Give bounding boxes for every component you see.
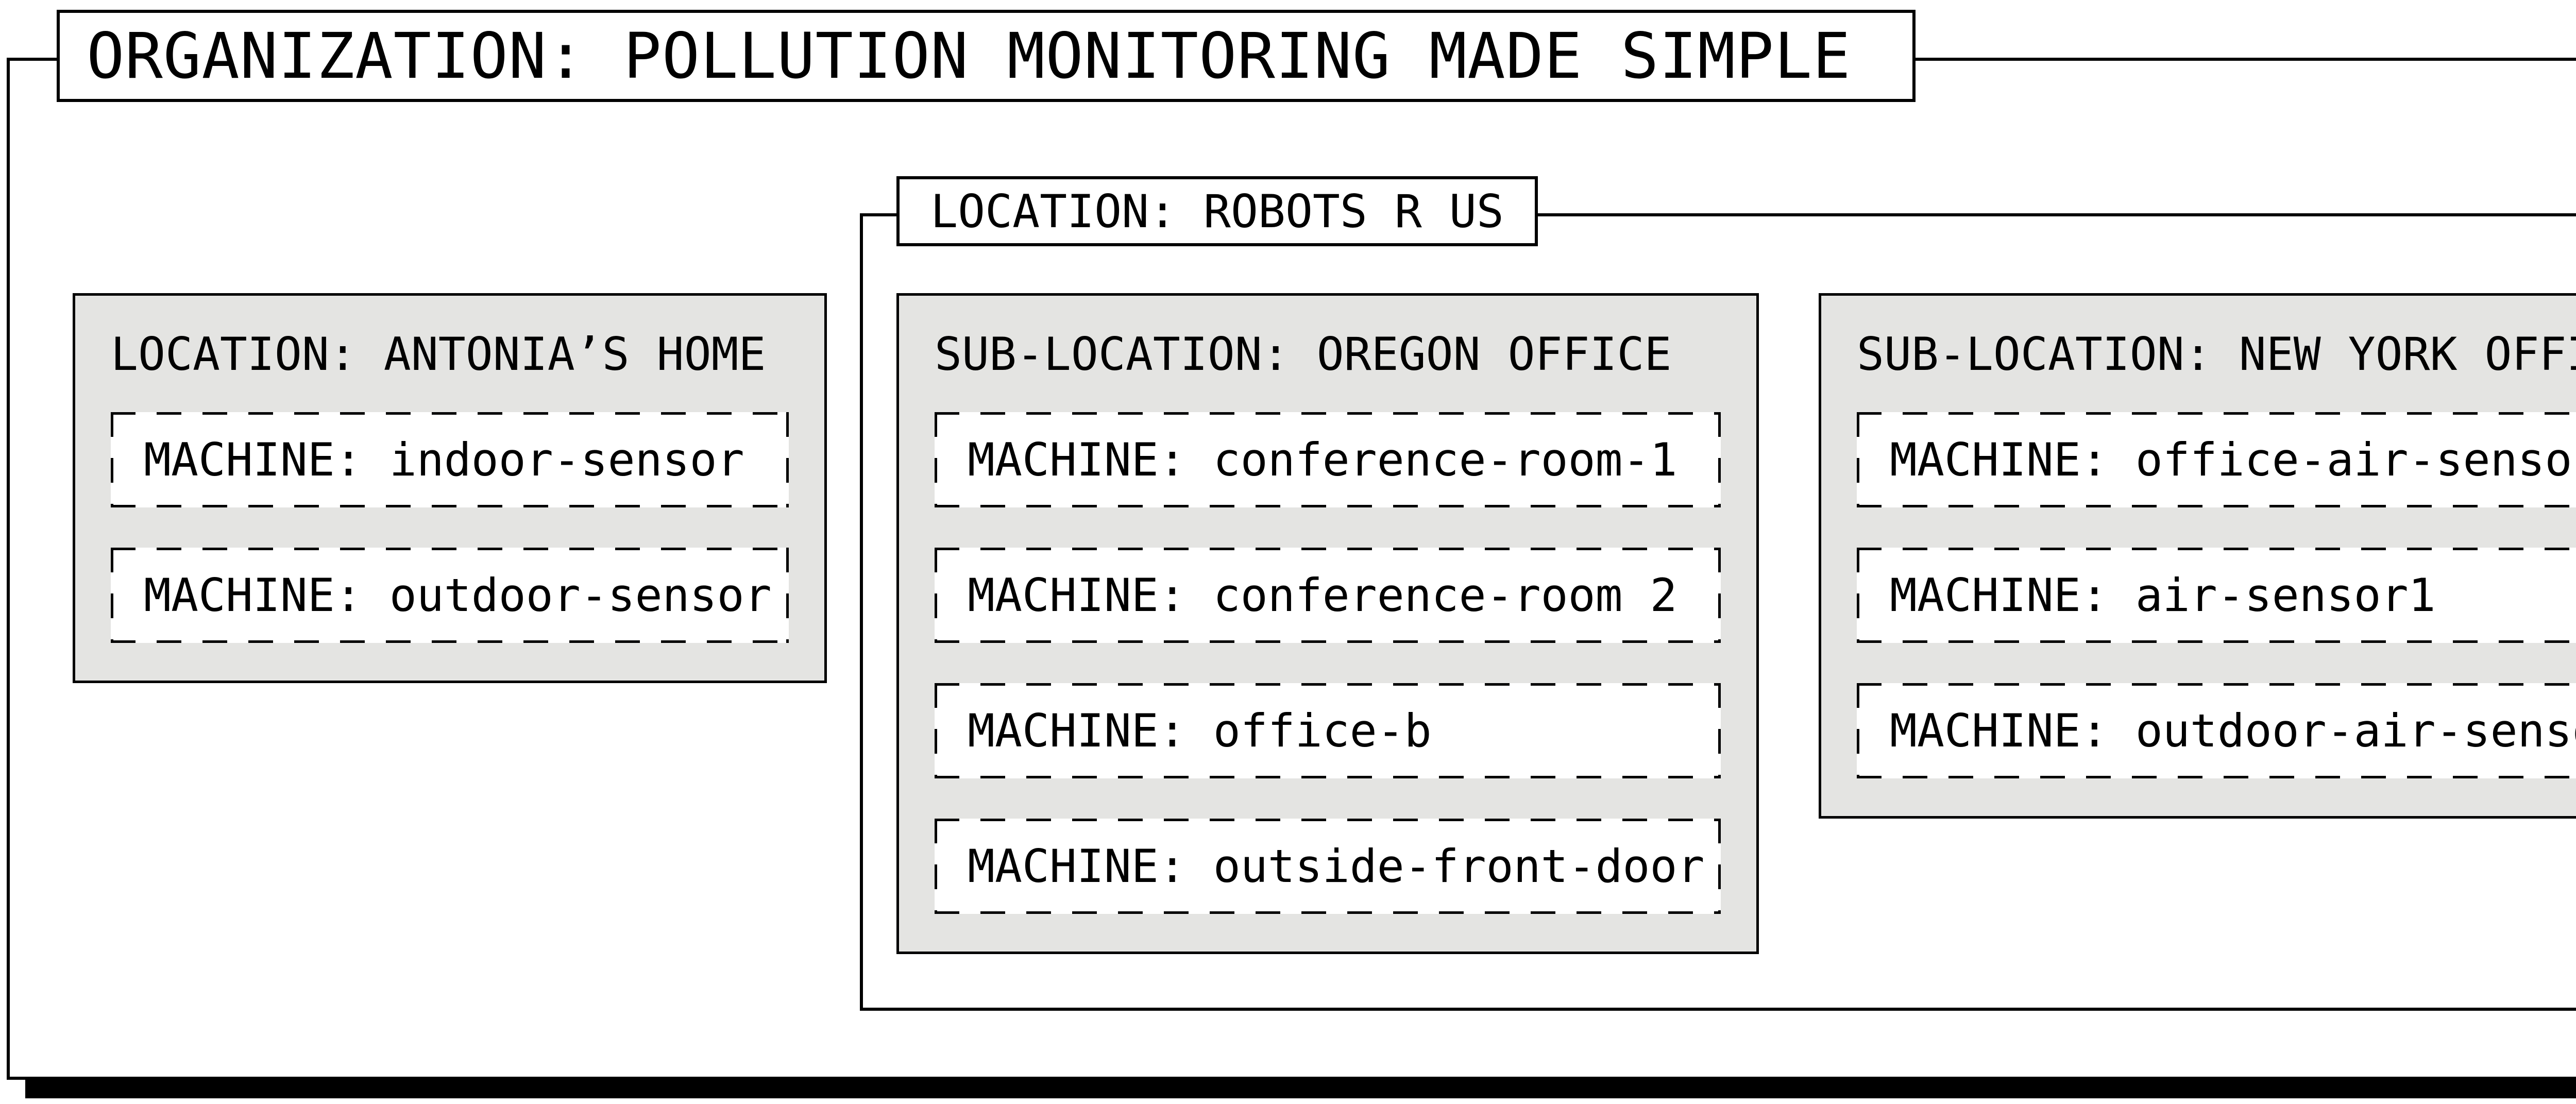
machine-box-air-sensor1: MACHINE: air-sensor1 [1857, 548, 2576, 643]
machine-box-office-b: MACHINE: office-b [935, 683, 1721, 778]
sublocation-label-new-york-office: SUB-LOCATION: NEW YORK OFFICE [1857, 327, 2576, 381]
machine-box-outdoor-air-sensor: MACHINE: outdoor-air-sensor [1857, 683, 2576, 778]
machine-box-outside-front-door: MACHINE: outside-front-door [935, 819, 1721, 914]
location-label-antonias-home: LOCATION: ANTONIA’S HOME [111, 327, 766, 381]
location-box-antonias-home: LOCATION: ANTONIA’S HOME MACHINE: indoor… [73, 293, 827, 683]
sublocation-label-oregon-office: SUB-LOCATION: OREGON OFFICE [935, 327, 1672, 381]
machine-label: MACHINE: conference-room 2 [968, 569, 1677, 622]
machine-box-indoor-sensor: MACHINE: indoor-sensor [111, 412, 789, 507]
location-label-robots-r-us: LOCATION: ROBOTS R US [896, 176, 1538, 246]
machine-box-office-air-sensor: MACHINE: office-air-sensor [1857, 412, 2576, 507]
organization-title-box: ORGANIZATION: POLLUTION MONITORING MADE … [57, 10, 1916, 102]
machine-label: MACHINE: office-b [968, 704, 1432, 757]
machine-label: MACHINE: outdoor-air-sensor [1890, 704, 2576, 757]
machine-label: MACHINE: office-air-sensor [1890, 433, 2576, 486]
machine-label: MACHINE: outside-front-door [968, 840, 1705, 893]
machine-box-outdoor-sensor: MACHINE: outdoor-sensor [111, 548, 789, 643]
machine-label: MACHINE: outdoor-sensor [144, 569, 772, 622]
machine-box-conference-room-2: MACHINE: conference-room 2 [935, 548, 1721, 643]
organization-title: ORGANIZATION: POLLUTION MONITORING MADE … [87, 19, 1851, 93]
machine-label: MACHINE: conference-room-1 [968, 433, 1677, 486]
location-box-robots-r-us: LOCATION: ROBOTS R US SUB-LOCATION: OREG… [860, 176, 2576, 1011]
sublocation-box-oregon-office: SUB-LOCATION: OREGON OFFICE MACHINE: con… [896, 293, 1759, 954]
organization-container: LOCATION: ANTONIA’S HOME MACHINE: indoor… [7, 58, 2576, 1080]
machine-label: MACHINE: indoor-sensor [144, 433, 744, 486]
machine-label: MACHINE: air-sensor1 [1890, 569, 2436, 622]
machine-box-conference-room-1: MACHINE: conference-room-1 [935, 412, 1721, 507]
sublocation-box-new-york-office: SUB-LOCATION: NEW YORK OFFICE MACHINE: o… [1819, 293, 2576, 819]
